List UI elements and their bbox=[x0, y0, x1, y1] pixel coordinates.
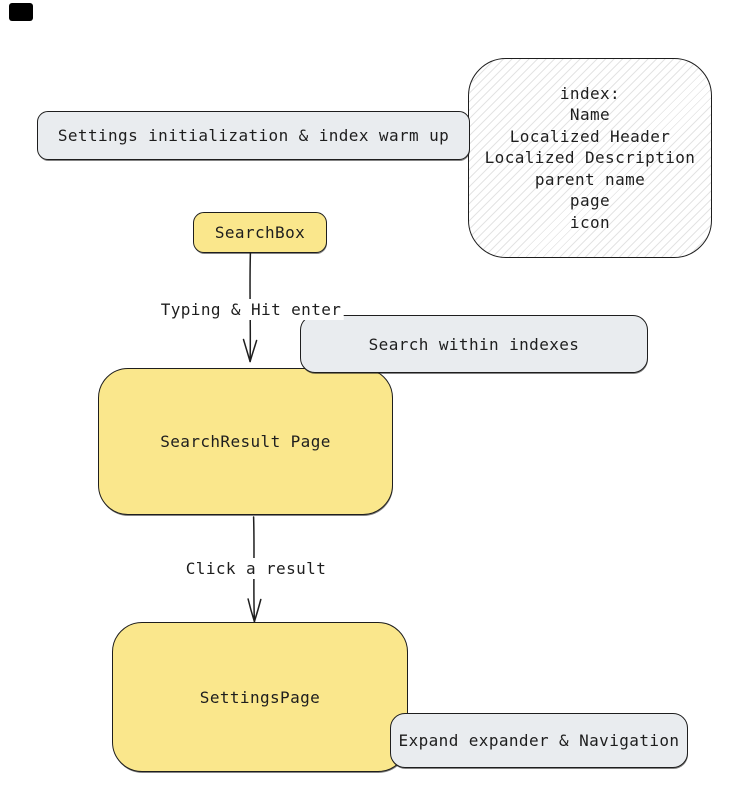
node-searchbox: SearchBox bbox=[193, 212, 327, 253]
node-settingspage: SettingsPage bbox=[112, 622, 408, 772]
edge-label-click: Click a result bbox=[183, 558, 329, 579]
index-field-line: index: bbox=[559, 83, 621, 103]
node-init-warmup: Settings initialization & index warm up bbox=[37, 111, 470, 160]
index-field-line: page bbox=[569, 191, 611, 211]
note-expand-navigation: Expand expander & Navigation bbox=[390, 713, 688, 768]
index-field-line: parent name bbox=[534, 169, 646, 189]
index-field-line: Name bbox=[569, 105, 611, 125]
edge-label-typing: Typing & Hit enter bbox=[158, 299, 344, 320]
index-field-line: Localized Description bbox=[484, 148, 696, 168]
index-field-line: Localized Header bbox=[509, 126, 671, 146]
index-fields-list: index: Name Localized Header Localized D… bbox=[469, 83, 711, 234]
corner-marker-rect bbox=[9, 3, 33, 21]
node-searchresult-page: SearchResult Page bbox=[98, 368, 393, 515]
note-index-fields: index: Name Localized Header Localized D… bbox=[468, 58, 712, 258]
note-search-within-indexes: Search within indexes bbox=[300, 315, 648, 373]
index-field-line: icon bbox=[569, 212, 611, 232]
